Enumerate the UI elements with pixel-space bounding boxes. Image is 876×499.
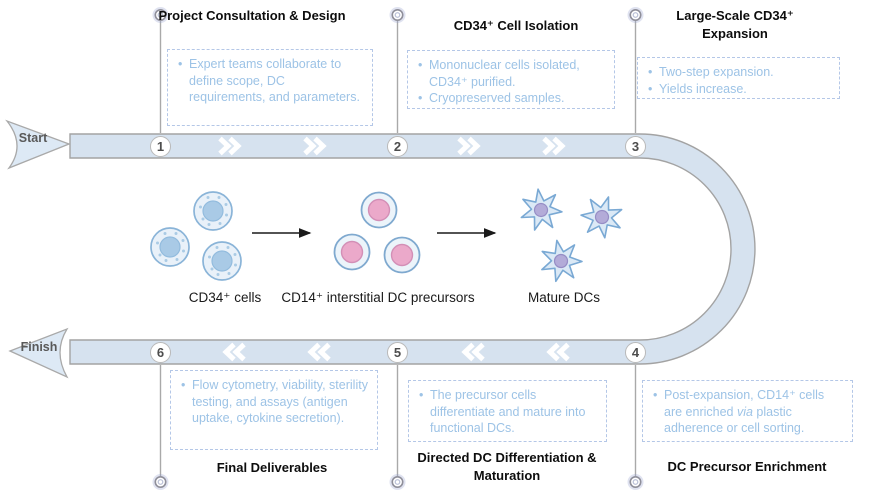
milestone-number-1: 1 — [150, 135, 171, 157]
finish-label: Finish — [20, 340, 58, 354]
bullet-item: Yields increase. — [646, 81, 831, 98]
cd34-cell-cluster-icon — [150, 191, 242, 281]
timeline-band — [69, 133, 756, 365]
milestone-number-5: 5 — [387, 341, 408, 363]
cd34-cells-label: CD34⁺ cells — [188, 290, 262, 305]
start-arrow-shape — [5, 119, 71, 170]
bullet-item: Cryopreserved samples. — [416, 90, 606, 107]
mature-dc-cluster-icon — [516, 185, 629, 290]
panel-3-notes: Two-step expansion. Yields increase. — [637, 57, 840, 99]
panel-5-notes: The precursor cells differentiate and ma… — [408, 380, 607, 442]
bullet-item: Post-expansion, CD14⁺ cells are enriched… — [651, 387, 844, 437]
bullet-item: Two-step expansion. — [646, 64, 831, 81]
panel-2-notes: Mononuclear cells isolated, CD34⁺ purifi… — [407, 50, 615, 109]
bullet-item: Mononuclear cells isolated, CD34⁺ purifi… — [416, 57, 606, 90]
panel-2-title: CD34⁺ Cell Isolation — [453, 18, 579, 33]
bullet-item: The precursor cells differentiate and ma… — [417, 387, 598, 437]
finish-arrow-shape — [8, 327, 69, 379]
panel-4-title: DC Precursor Enrichment — [667, 459, 827, 474]
milestone-number-6: 6 — [150, 341, 171, 363]
cd14-precursors-label: CD14⁺ interstitial DC precursors — [281, 290, 475, 305]
bullet-item: Flow cytometry, viability, sterility tes… — [179, 377, 369, 427]
milestone-stems — [159, 21, 637, 476]
panel-4-notes: Post-expansion, CD14⁺ cells are enriched… — [642, 380, 853, 442]
cd14-precursor-cluster-icon — [333, 191, 421, 274]
milestone-number-2: 2 — [387, 135, 408, 157]
mature-dcs-label: Mature DCs — [527, 290, 600, 305]
milestone-number-4: 4 — [625, 341, 646, 363]
panel-3-title: Large-Scale CD34⁺ Expansion — [676, 8, 794, 41]
bullet-item: Expert teams collaborate to define scope… — [176, 56, 364, 106]
milestone-number-3: 3 — [625, 135, 646, 157]
panel-1-notes: Expert teams collaborate to define scope… — [167, 49, 373, 126]
panel-5-title: Directed DC Differentiation & Maturation — [417, 450, 597, 483]
start-label: Start — [18, 131, 48, 145]
panel-6-notes: Flow cytometry, viability, sterility tes… — [170, 370, 378, 450]
panel-1-title: Project Consultation & Design — [158, 8, 346, 23]
panel-6-title: Final Deliverables — [216, 460, 328, 475]
